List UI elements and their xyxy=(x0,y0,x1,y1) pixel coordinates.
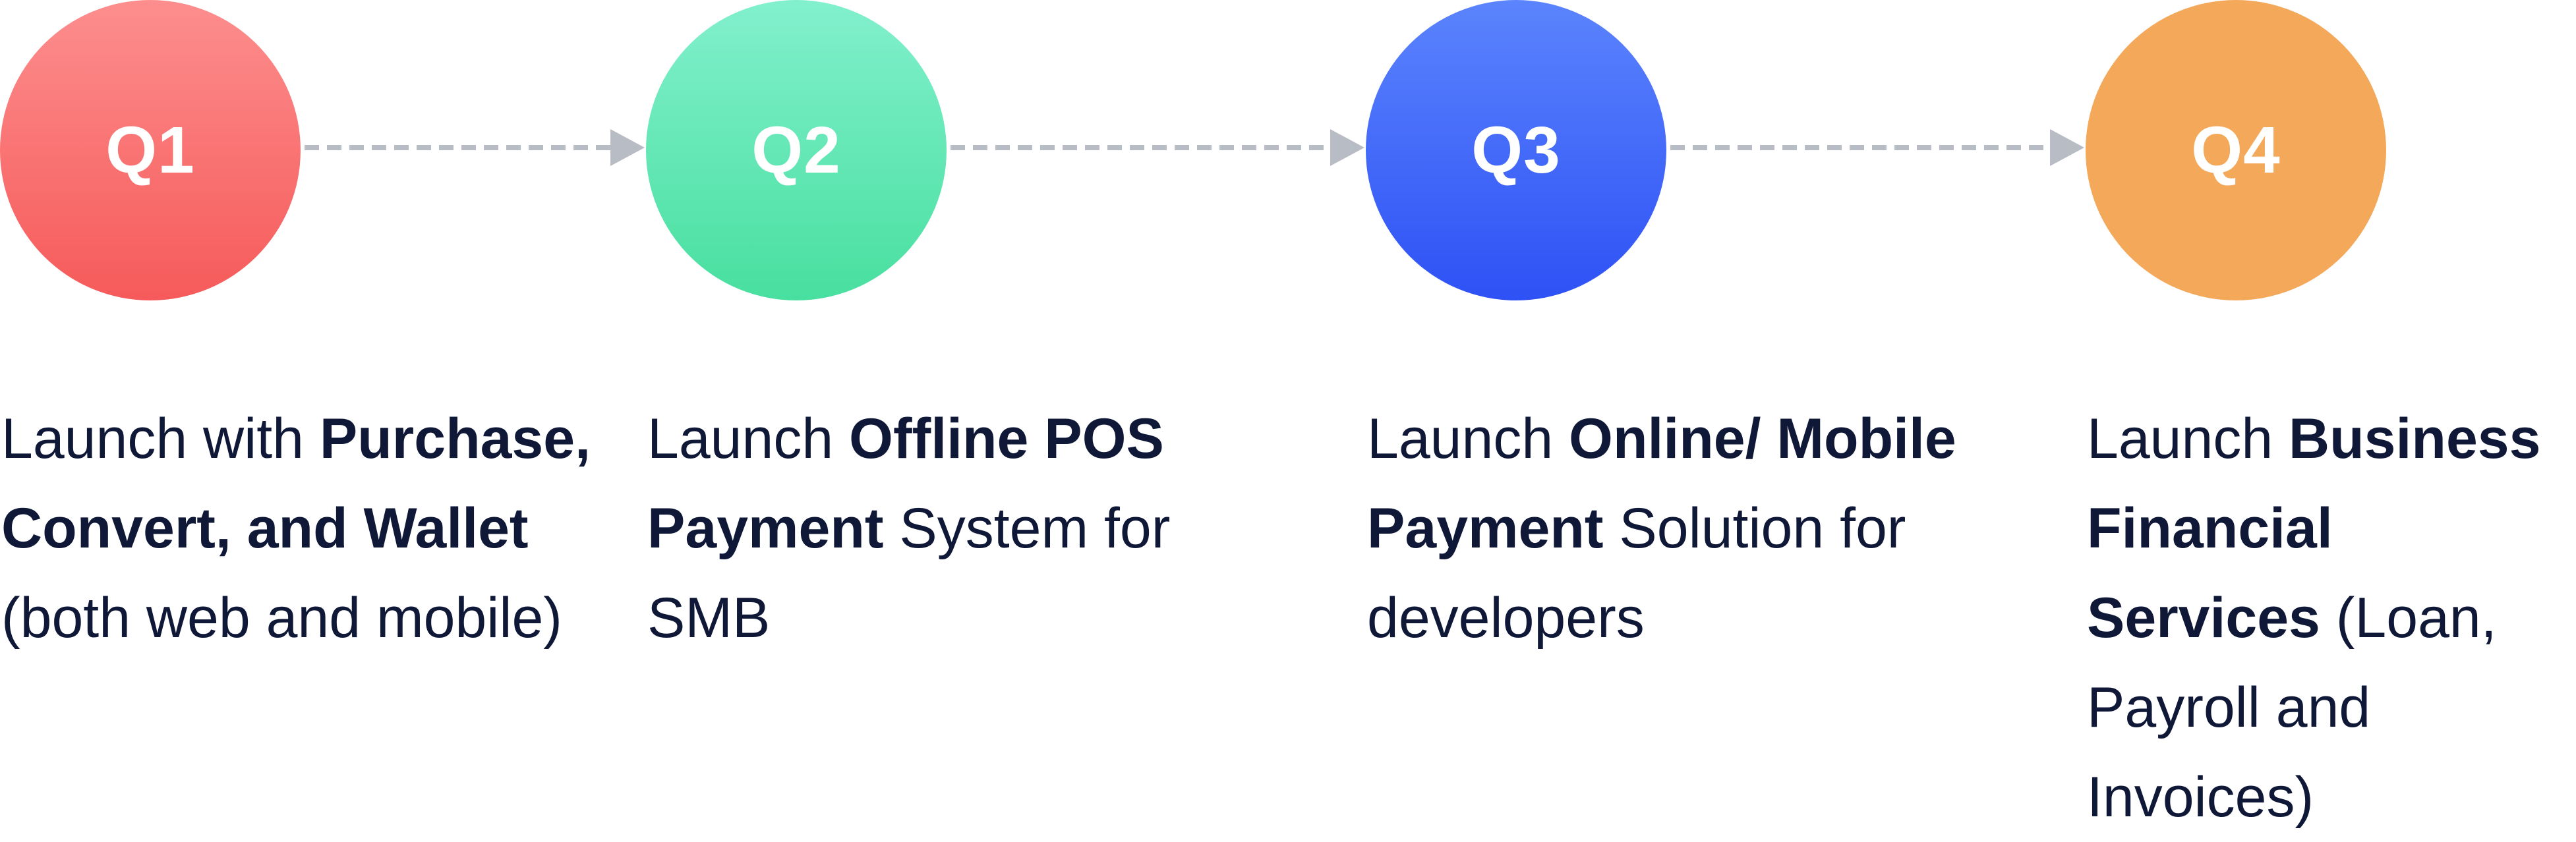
q3-desc-highlight: Online/ Mobile Payment xyxy=(1367,407,1956,560)
q1-circle: Q1 xyxy=(0,0,301,300)
q2-desc-suffix: System for SMB xyxy=(647,497,1171,650)
q2-label: Q2 xyxy=(751,113,841,187)
q3-description: Launch Online/ Mobile Payment Solution f… xyxy=(1367,394,2000,663)
q4-label: Q4 xyxy=(2191,113,2281,187)
q1-desc-suffix: (both web and mobile) xyxy=(1,586,562,650)
q2-desc-prefix: Launch xyxy=(647,407,850,470)
arrow-q2-q3 xyxy=(951,129,1364,166)
q1-desc-highlight: Purchase, Convert, and Wallet xyxy=(1,407,591,560)
timeline-arrows xyxy=(305,129,2084,166)
q2-description: Launch Offline POS Payment System for SM… xyxy=(647,394,1280,663)
q4-desc-highlight: Business Financial Services xyxy=(2087,407,2541,650)
q1-label: Q1 xyxy=(105,113,195,187)
q1-desc-prefix: Launch with xyxy=(1,407,320,470)
q2-circle: Q2 xyxy=(646,0,947,300)
q4-desc-prefix: Launch xyxy=(2087,407,2289,470)
q3-circle: Q3 xyxy=(1366,0,1666,300)
q4-circle: Q4 xyxy=(2086,0,2386,300)
q3-label: Q3 xyxy=(1471,113,1561,187)
q4-desc-suffix: (Loan, Payroll and Invoices) xyxy=(2087,586,2497,829)
q1-description: Launch with Purchase, Convert, and Walle… xyxy=(1,394,595,663)
arrow-q1-q2 xyxy=(305,129,645,166)
q3-desc-prefix: Launch xyxy=(1367,407,1569,470)
q4-description: Launch Business Financial Services (Loan… xyxy=(2087,394,2575,842)
q3-desc-suffix: Solution for developers xyxy=(1367,497,1906,650)
arrow-q3-q4 xyxy=(1670,129,2084,166)
q2-desc-highlight: Offline POS Payment xyxy=(647,407,1164,560)
